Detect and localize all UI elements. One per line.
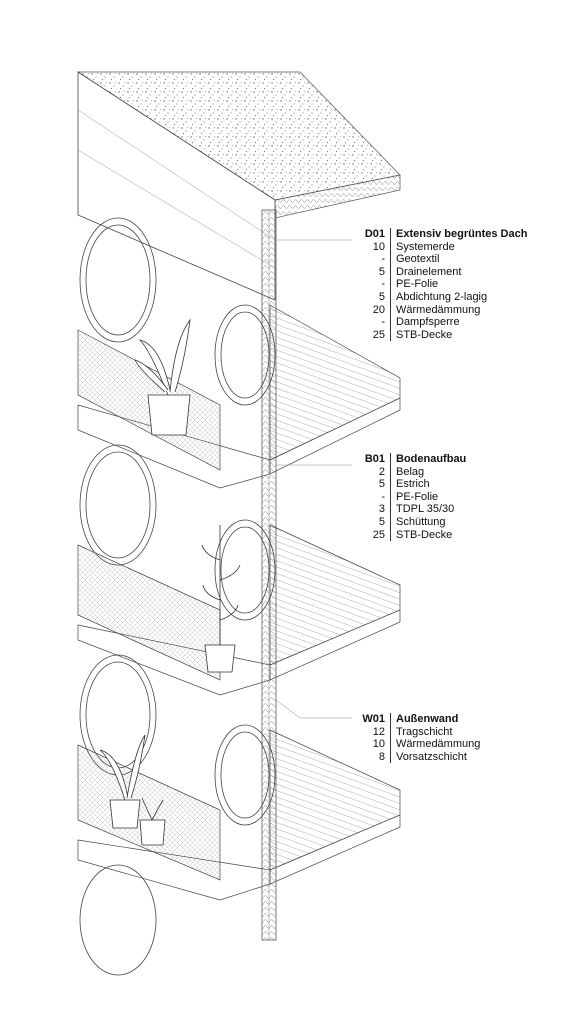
green-roof <box>76 71 401 301</box>
slab-level-2 <box>77 524 401 696</box>
layer-material: Geotextil <box>390 253 439 266</box>
layer-material: Schüttung <box>390 515 446 529</box>
layer-thickness: 12 <box>372 725 385 738</box>
layer-material: Wärmedämmung <box>390 738 480 751</box>
layer-material: Estrich <box>390 478 430 491</box>
potted-plant-2 <box>201 525 241 673</box>
potted-plant-3 <box>99 734 166 846</box>
layer-material: Dampfsperre <box>390 316 460 329</box>
layer-material: PE-Folie <box>390 490 438 504</box>
legend-code: B01 <box>364 453 385 465</box>
layer-material: Drainelement <box>390 265 461 279</box>
leader-lines <box>275 239 352 719</box>
layer-material: Abdichtung 2-lagig <box>390 290 487 304</box>
layer-thickness: 25 <box>372 528 385 541</box>
legend-title: Außenwand <box>390 713 458 726</box>
layer-thickness: 5 <box>378 265 385 278</box>
slab-level-3 <box>77 729 401 901</box>
legend-wall-w01: W01 Außenwand 12 Tragschicht 10 Wärmedämmu… <box>355 713 480 764</box>
layer-material: Tragschicht <box>390 725 452 739</box>
slab-level-1 <box>77 304 401 489</box>
layer-material: STB-Decke <box>390 528 452 542</box>
layer-thickness: - <box>381 253 385 266</box>
layer-thickness: - <box>381 490 385 503</box>
legend-code: W01 <box>362 713 385 725</box>
legend-title: Bodenaufbau <box>390 453 466 466</box>
layer-material: Vorsatzschicht <box>390 750 467 764</box>
legend-floor-b01: B01 Bodenaufbau 2 Belag 5 Estrich -PE-Foli… <box>355 453 466 542</box>
layer-thickness: 5 <box>378 478 385 491</box>
layer-material: Systemerde <box>390 240 455 254</box>
layer-material: TDPL 35/30 <box>390 503 454 516</box>
layer-thickness: - <box>381 316 385 329</box>
layer-thickness: 2 <box>378 465 385 478</box>
legend-code: D01 <box>364 228 385 240</box>
layer-thickness: 5 <box>378 290 385 303</box>
layer-thickness: 8 <box>378 750 385 763</box>
layer-thickness: 25 <box>372 328 385 341</box>
layer-material: STB-Decke <box>390 328 452 342</box>
layer-thickness: 10 <box>372 738 385 751</box>
layer-thickness: - <box>381 278 385 291</box>
layer-thickness: 3 <box>378 503 385 516</box>
layer-material: PE-Folie <box>390 278 438 291</box>
layer-material: Wärmedämmung <box>390 303 480 317</box>
layer-material: Belag <box>390 465 424 479</box>
legend-roof-d01: D01 Extensiv begrüntes Dach 10 Systemerde… <box>355 228 527 342</box>
legend-title: Extensiv begrüntes Dach <box>390 228 527 241</box>
layer-thickness: 10 <box>372 240 385 253</box>
layer-thickness: 20 <box>372 303 385 316</box>
layer-thickness: 5 <box>378 515 385 528</box>
potted-plant-1 <box>134 318 191 436</box>
